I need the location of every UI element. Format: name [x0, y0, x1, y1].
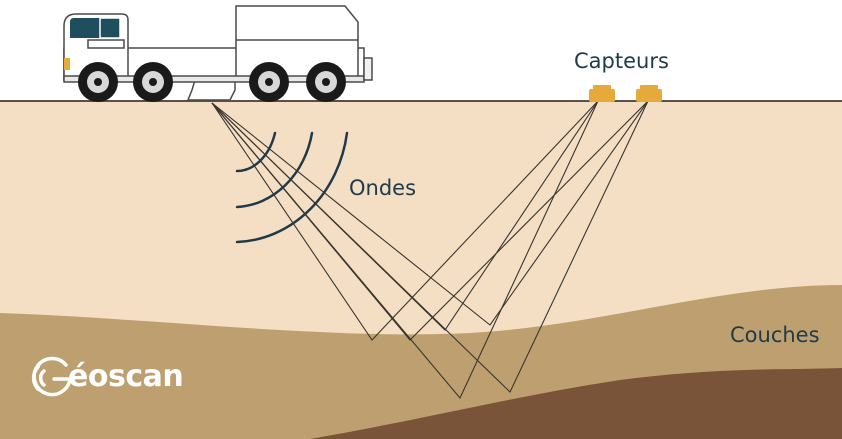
truck-wheels [78, 62, 346, 102]
sensor-icon [589, 85, 615, 102]
wave-arc-icon [235, 131, 349, 244]
geoscan-logo: éoscan [30, 355, 184, 399]
ray-path [211, 100, 649, 393]
wave-arcs [235, 131, 349, 244]
ray-paths [211, 100, 649, 400]
logo-wordmark: éoscan [68, 359, 184, 394]
wave-arc-icon [235, 131, 277, 173]
ray-path [211, 100, 649, 326]
layers-label: Couches [730, 323, 820, 347]
wave-arc-icon [235, 131, 314, 209]
ray-path [211, 100, 599, 400]
sensors [589, 85, 662, 102]
geoscan-logo-icon [31, 356, 73, 397]
ray-path [211, 100, 599, 341]
waves-label: Ondes [349, 176, 417, 200]
vibroseis-truck-icon [63, 5, 373, 102]
ground-deep-layer [310, 368, 842, 439]
sensors-label: Capteurs [574, 49, 669, 73]
sensor-icon [636, 85, 662, 102]
